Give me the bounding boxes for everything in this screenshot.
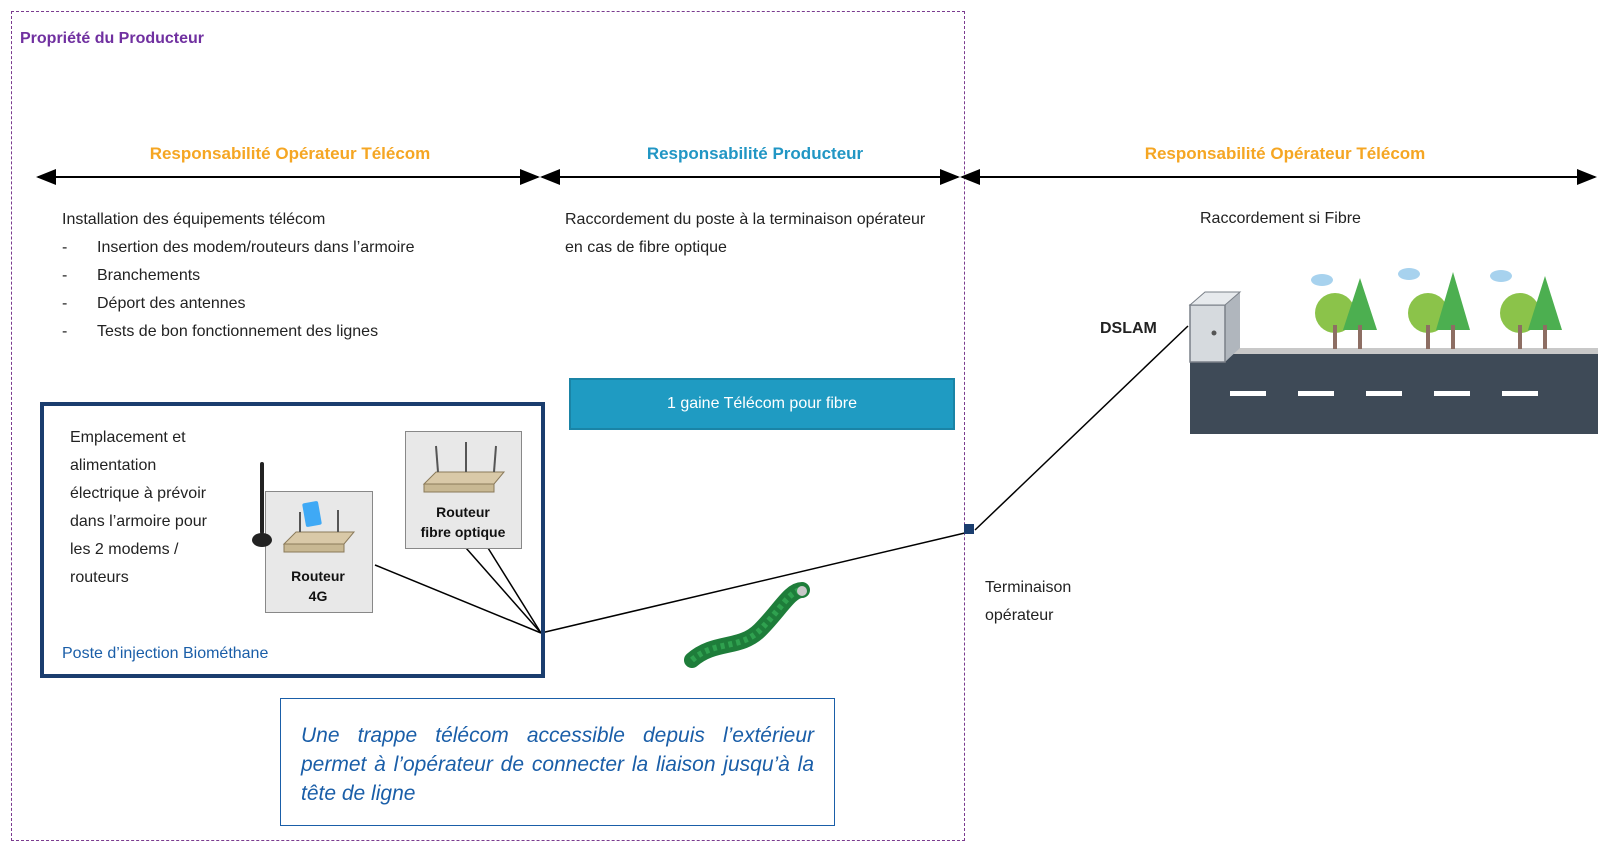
installation-item: Déport des antennes [62, 290, 542, 318]
router-4g-label-line2: 4G [308, 588, 328, 604]
fibre-cable-icon [684, 582, 810, 668]
gaine-telecom-box: 1 gaine Télécom pour fibre [569, 378, 955, 430]
raccordement-poste-text: Raccordement du poste à la terminaison o… [565, 211, 926, 256]
antenna-icon [252, 462, 272, 547]
router-fibre-label-line1: Routeur [436, 504, 490, 520]
router-fibre-icon [422, 442, 506, 493]
installation-item: Branchements [62, 262, 542, 290]
dslam-cabinet-icon [1188, 291, 1242, 363]
router-4g-icon [282, 501, 356, 553]
router-4g-box: Routeur 4G [265, 491, 373, 613]
terminaison-line2: opérateur [985, 607, 1054, 624]
router-4g-label-line1: Routeur [291, 568, 345, 584]
poste-label: Poste d’injection Biométhane [62, 645, 269, 662]
router-fibre-label: Routeur fibre optique [406, 502, 520, 542]
link-dslam [974, 325, 1189, 531]
resp-operator-left: Responsabilité Opérateur Télécom [149, 144, 431, 163]
link-fibre-1 [465, 547, 542, 634]
road-illustration [1190, 348, 1598, 434]
emplacement-text: Emplacement et alimentation électrique à… [70, 429, 207, 586]
trees-illustration [1311, 268, 1562, 349]
poste-injection-box [40, 402, 545, 678]
terminaison-label: Terminaison opérateur [985, 574, 1071, 630]
resp-producer: Responsabilité Producteur [646, 144, 864, 163]
router-fibre-box: Routeur fibre optique [405, 431, 522, 549]
gaine-label: 1 gaine Télécom pour fibre [666, 395, 858, 412]
property-title: Propriété du Producteur [20, 30, 205, 47]
terminaison-line1: Terminaison [985, 579, 1072, 596]
installation-item: Insertion des modem/routeurs dans l’armo… [62, 234, 542, 262]
router-fibre-label-line2: fibre optique [420, 524, 506, 540]
installation-heading: Installation des équipements télécom [62, 211, 326, 228]
installation-item: Tests de bon fonctionnement des lignes [62, 318, 542, 346]
installation-text: Installation des équipements télécom Ins… [62, 206, 542, 346]
terminaison-node [964, 524, 974, 534]
raccordement-fibre-text: Raccordement si Fibre [1200, 210, 1361, 227]
link-terminaison [540, 531, 970, 634]
dslam-label: DSLAM [1100, 320, 1157, 337]
link-fibre-2 [487, 547, 542, 634]
resp-operator-right: Responsabilité Opérateur Télécom [1144, 144, 1426, 163]
installation-list: Insertion des modem/routeurs dans l’armo… [62, 234, 542, 346]
router-4g-label: Routeur 4G [266, 566, 370, 606]
trappe-note: Une trappe télécom accessible depuis l’e… [280, 698, 835, 826]
link-4g [374, 564, 542, 634]
